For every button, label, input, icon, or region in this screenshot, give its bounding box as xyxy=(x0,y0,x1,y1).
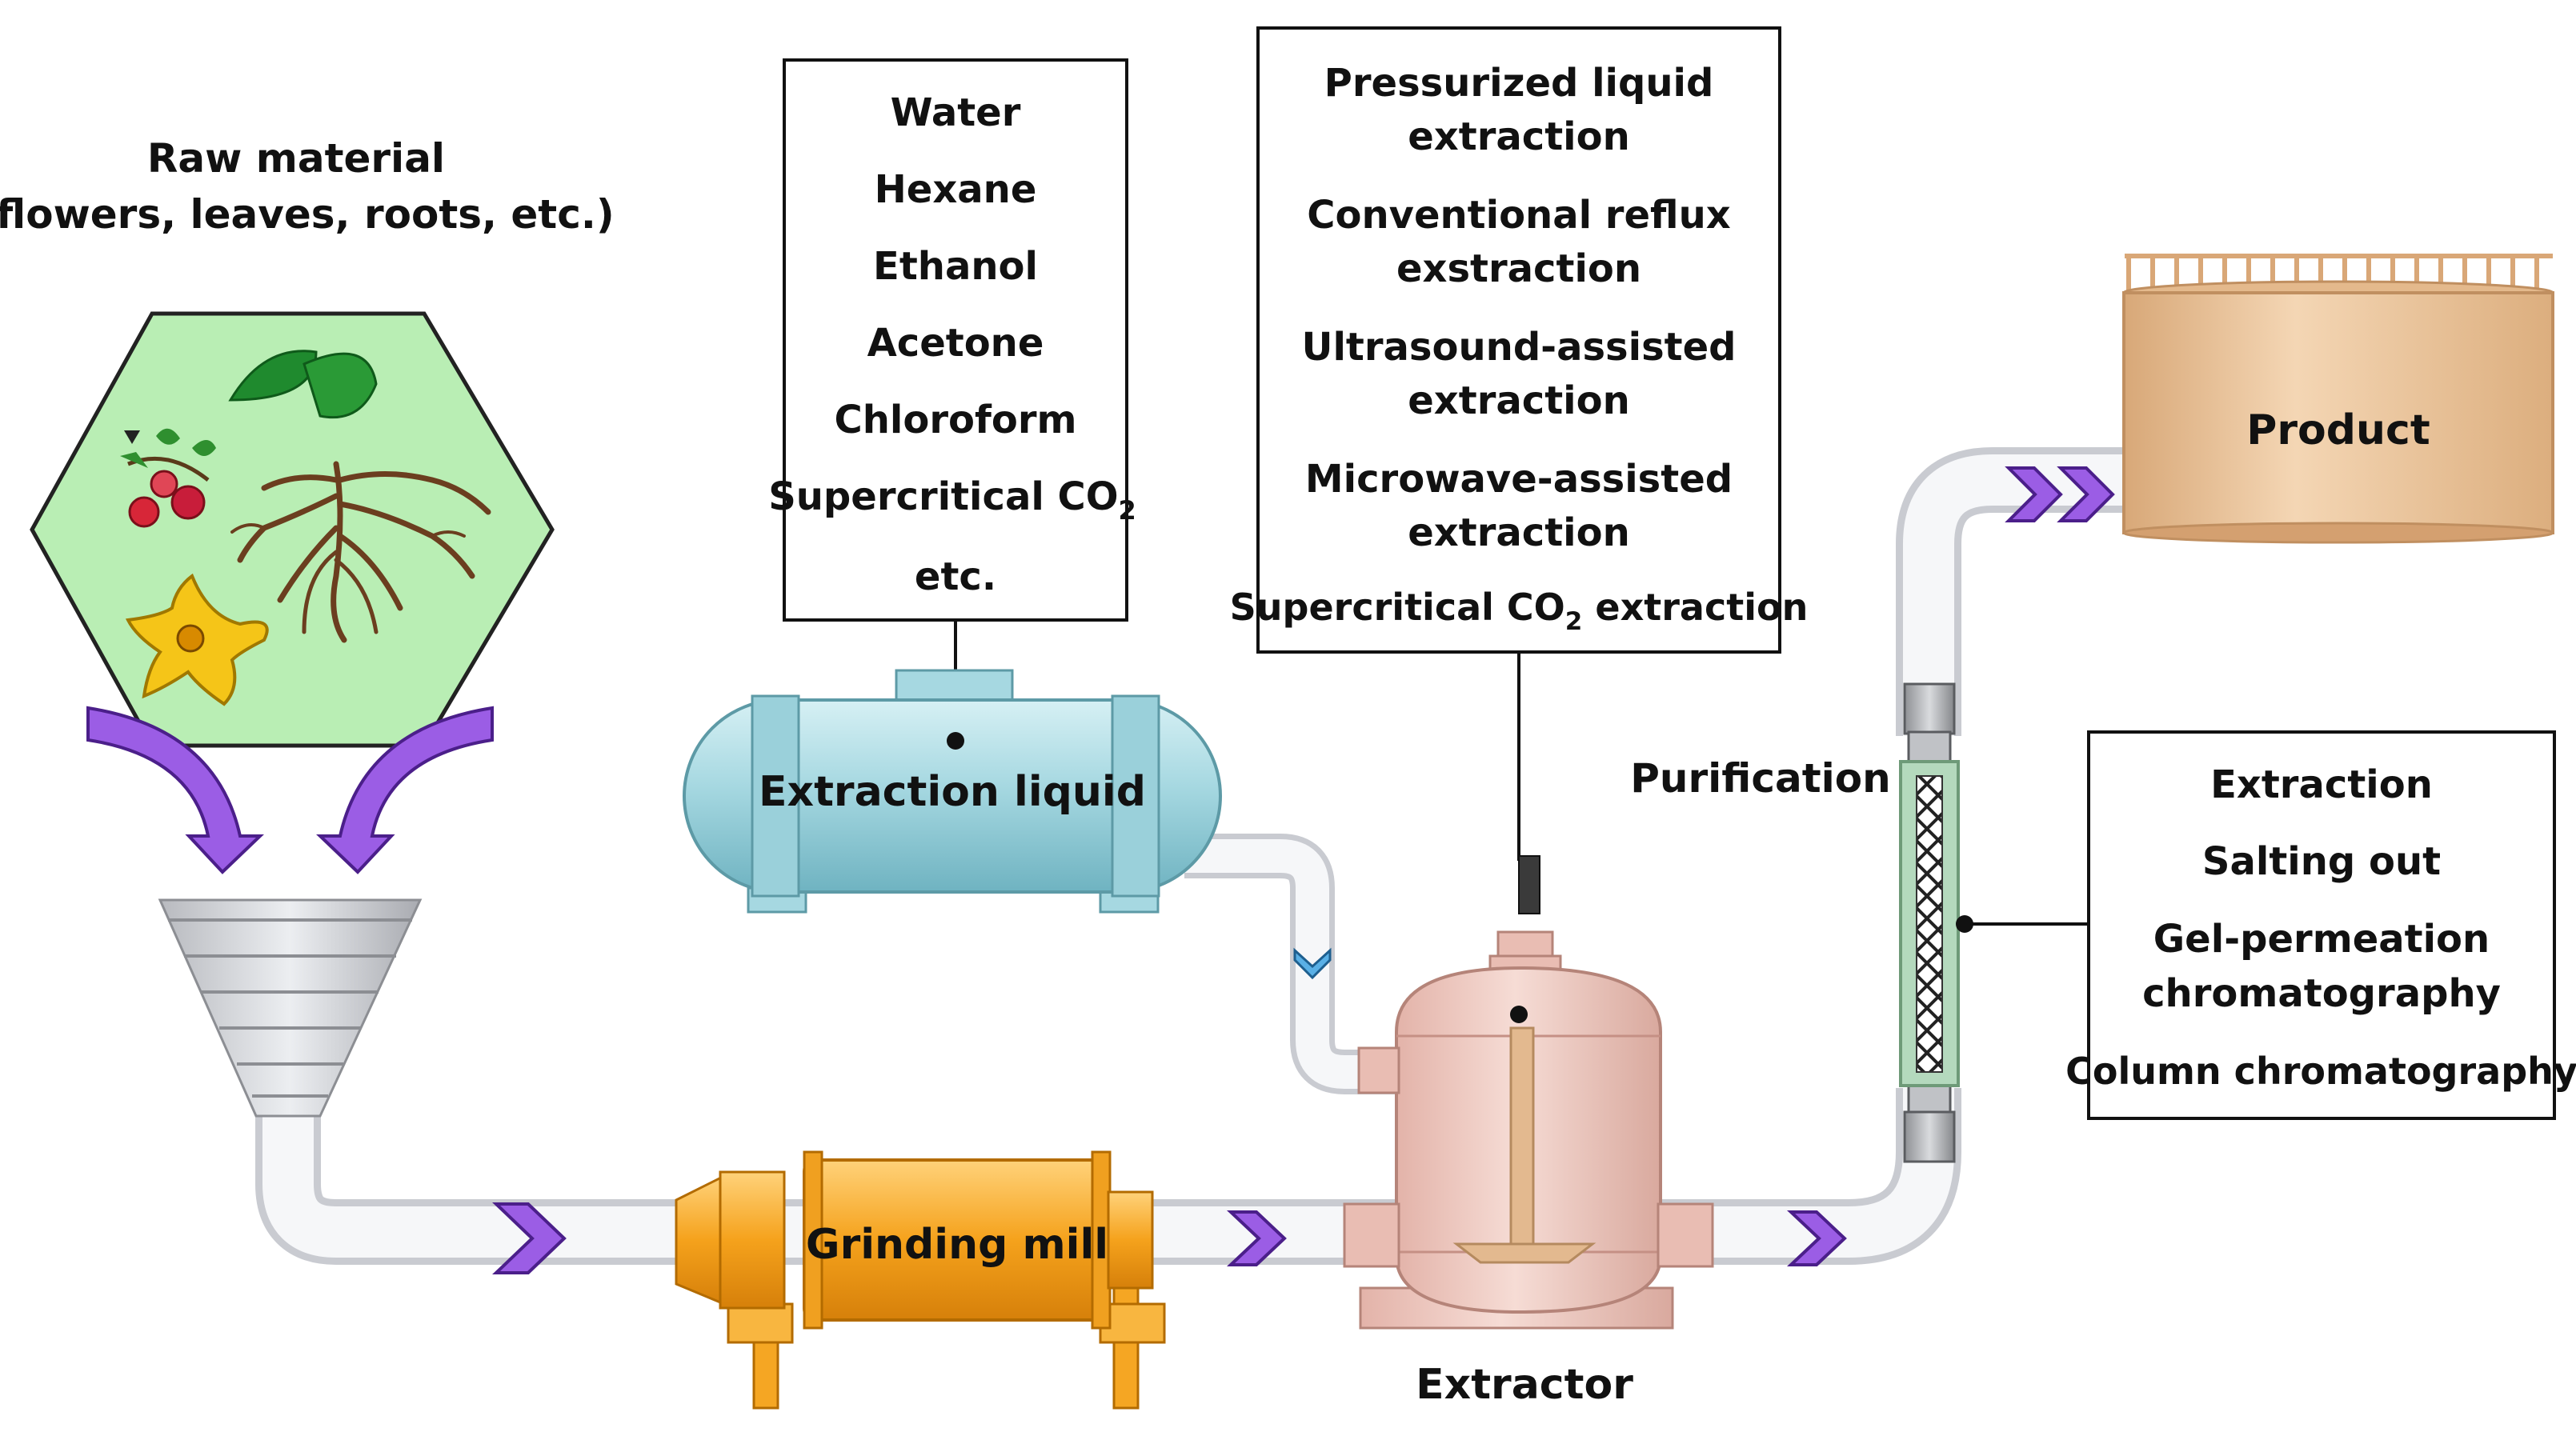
raw-material-hexagon xyxy=(30,311,555,748)
product-tank: Product xyxy=(2122,254,2554,544)
leaves-icon xyxy=(228,350,378,419)
purification-item: Extraction xyxy=(2210,762,2433,807)
flow-chevron-2 xyxy=(1226,1210,1287,1266)
product-label: Product xyxy=(2246,406,2430,454)
berries-icon xyxy=(120,428,216,528)
method-text: Ultrasound-assisted xyxy=(1301,325,1736,370)
pipe-network xyxy=(255,447,2145,1265)
solvent-item: Supercritical CO2 xyxy=(768,474,1136,526)
raw-material-title: Raw material xyxy=(147,135,445,182)
purification-label: Purification xyxy=(1630,755,1890,802)
method-text: exstraction xyxy=(1396,246,1641,291)
input-arrows xyxy=(86,706,494,874)
raw-material-subtitle: (flowers, leaves, roots, etc.) xyxy=(0,191,615,238)
purification-item: Column chromatography xyxy=(2065,1050,2576,1093)
extraction-liquid-label: Extraction liquid xyxy=(759,768,1146,816)
method-text: extraction xyxy=(1408,510,1630,555)
method-text: Supercritical CO2 extraction xyxy=(1230,586,1809,636)
flow-chevrons xyxy=(492,466,2115,1274)
connector-dot xyxy=(1510,1006,1528,1023)
solvent-item: Ethanol xyxy=(873,244,1038,289)
subscript: 2 xyxy=(1119,495,1136,526)
input-arrow-right-icon xyxy=(316,706,494,874)
flower-icon xyxy=(125,573,269,706)
roots-icon xyxy=(230,461,491,643)
flow-chevron-4 xyxy=(2005,466,2063,522)
flow-chevron-1 xyxy=(492,1202,567,1274)
solvent-list-box: Water Hexane Ethanol Acetone Chloroform … xyxy=(768,58,1136,622)
extractor-vessel: Extractor xyxy=(1343,855,1714,1409)
extraction-liquid-tank: Extraction liquid xyxy=(683,669,1222,914)
method-text: extraction xyxy=(1408,378,1630,423)
flow-chevron-5 xyxy=(2057,466,2115,522)
connector-dot xyxy=(947,732,964,750)
purification-item: Gel-permeation xyxy=(2153,917,2490,962)
purification-column xyxy=(1899,682,1973,1163)
solvent-item: Chloroform xyxy=(834,398,1076,442)
purification-item: Salting out xyxy=(2202,839,2441,884)
method-text: extraction xyxy=(1408,114,1630,159)
input-arrow-left-icon xyxy=(86,706,264,874)
grinding-mill-label: Grinding mill xyxy=(806,1221,1108,1269)
method-text: Conventional reflux xyxy=(1307,193,1730,238)
method-text: Pressurized liquid xyxy=(1324,61,1714,106)
extraction-methods-box: Pressurized liquid extraction Convention… xyxy=(1230,26,1809,654)
method-text: Microwave-assisted xyxy=(1305,457,1733,502)
extractor-label: Extractor xyxy=(1416,1361,1633,1409)
solvent-item: Hexane xyxy=(875,167,1037,212)
solvent-item: Acetone xyxy=(867,321,1044,366)
purification-methods-box: Extraction Salting out Gel-permeation ch… xyxy=(2065,730,2576,1120)
flow-chevron-3 xyxy=(1786,1210,1847,1266)
subscript: 2 xyxy=(1565,607,1583,636)
solvent-item: Water xyxy=(891,90,1021,135)
hopper-funnel xyxy=(158,898,423,1118)
solvent-item: etc. xyxy=(915,554,996,599)
flow-chevron-liquid xyxy=(1293,947,1332,980)
grinding-mill: Grinding mill xyxy=(675,1150,1166,1410)
purification-item: chromatography xyxy=(2142,971,2501,1016)
